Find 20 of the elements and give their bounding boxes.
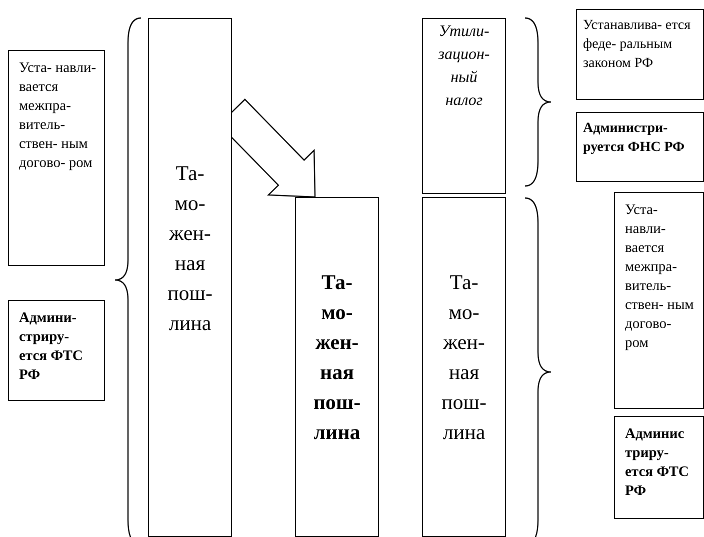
column-box <box>422 197 506 537</box>
box-text: Админи- стриру- ется ФТС РФ <box>19 309 84 385</box>
box-text: Устанавлива- ется феде- ральным законом РФ <box>583 17 692 73</box>
column-box <box>295 197 379 537</box>
box-text: Уста- навли- вается межпра- витель- ствен- ным догово- ром <box>19 59 98 173</box>
text-box <box>576 112 704 182</box>
box-text: Уста- навли- вается межпра- витель- ствен- ным догово- ром <box>625 201 695 353</box>
text-box <box>614 192 704 409</box>
box-text: Админис триру- ется ФТС РФ <box>625 425 690 501</box>
text-box <box>614 416 704 519</box>
box-text: Та- мо- жен- ная пош- лина <box>312 269 362 446</box>
box-text: Администри- руется ФНС РФ <box>583 120 686 157</box>
box-text: Утили- зацион- ный налог <box>437 22 491 111</box>
box-text: Та- мо- жен- ная пош- лина <box>166 160 214 336</box>
column-box <box>422 18 506 194</box>
column-box <box>148 18 232 537</box>
text-box <box>576 9 704 100</box>
text-box <box>8 50 105 266</box>
text-box <box>8 300 105 401</box>
box-text: Та- мо- жен- ная пош- лина <box>440 269 488 446</box>
